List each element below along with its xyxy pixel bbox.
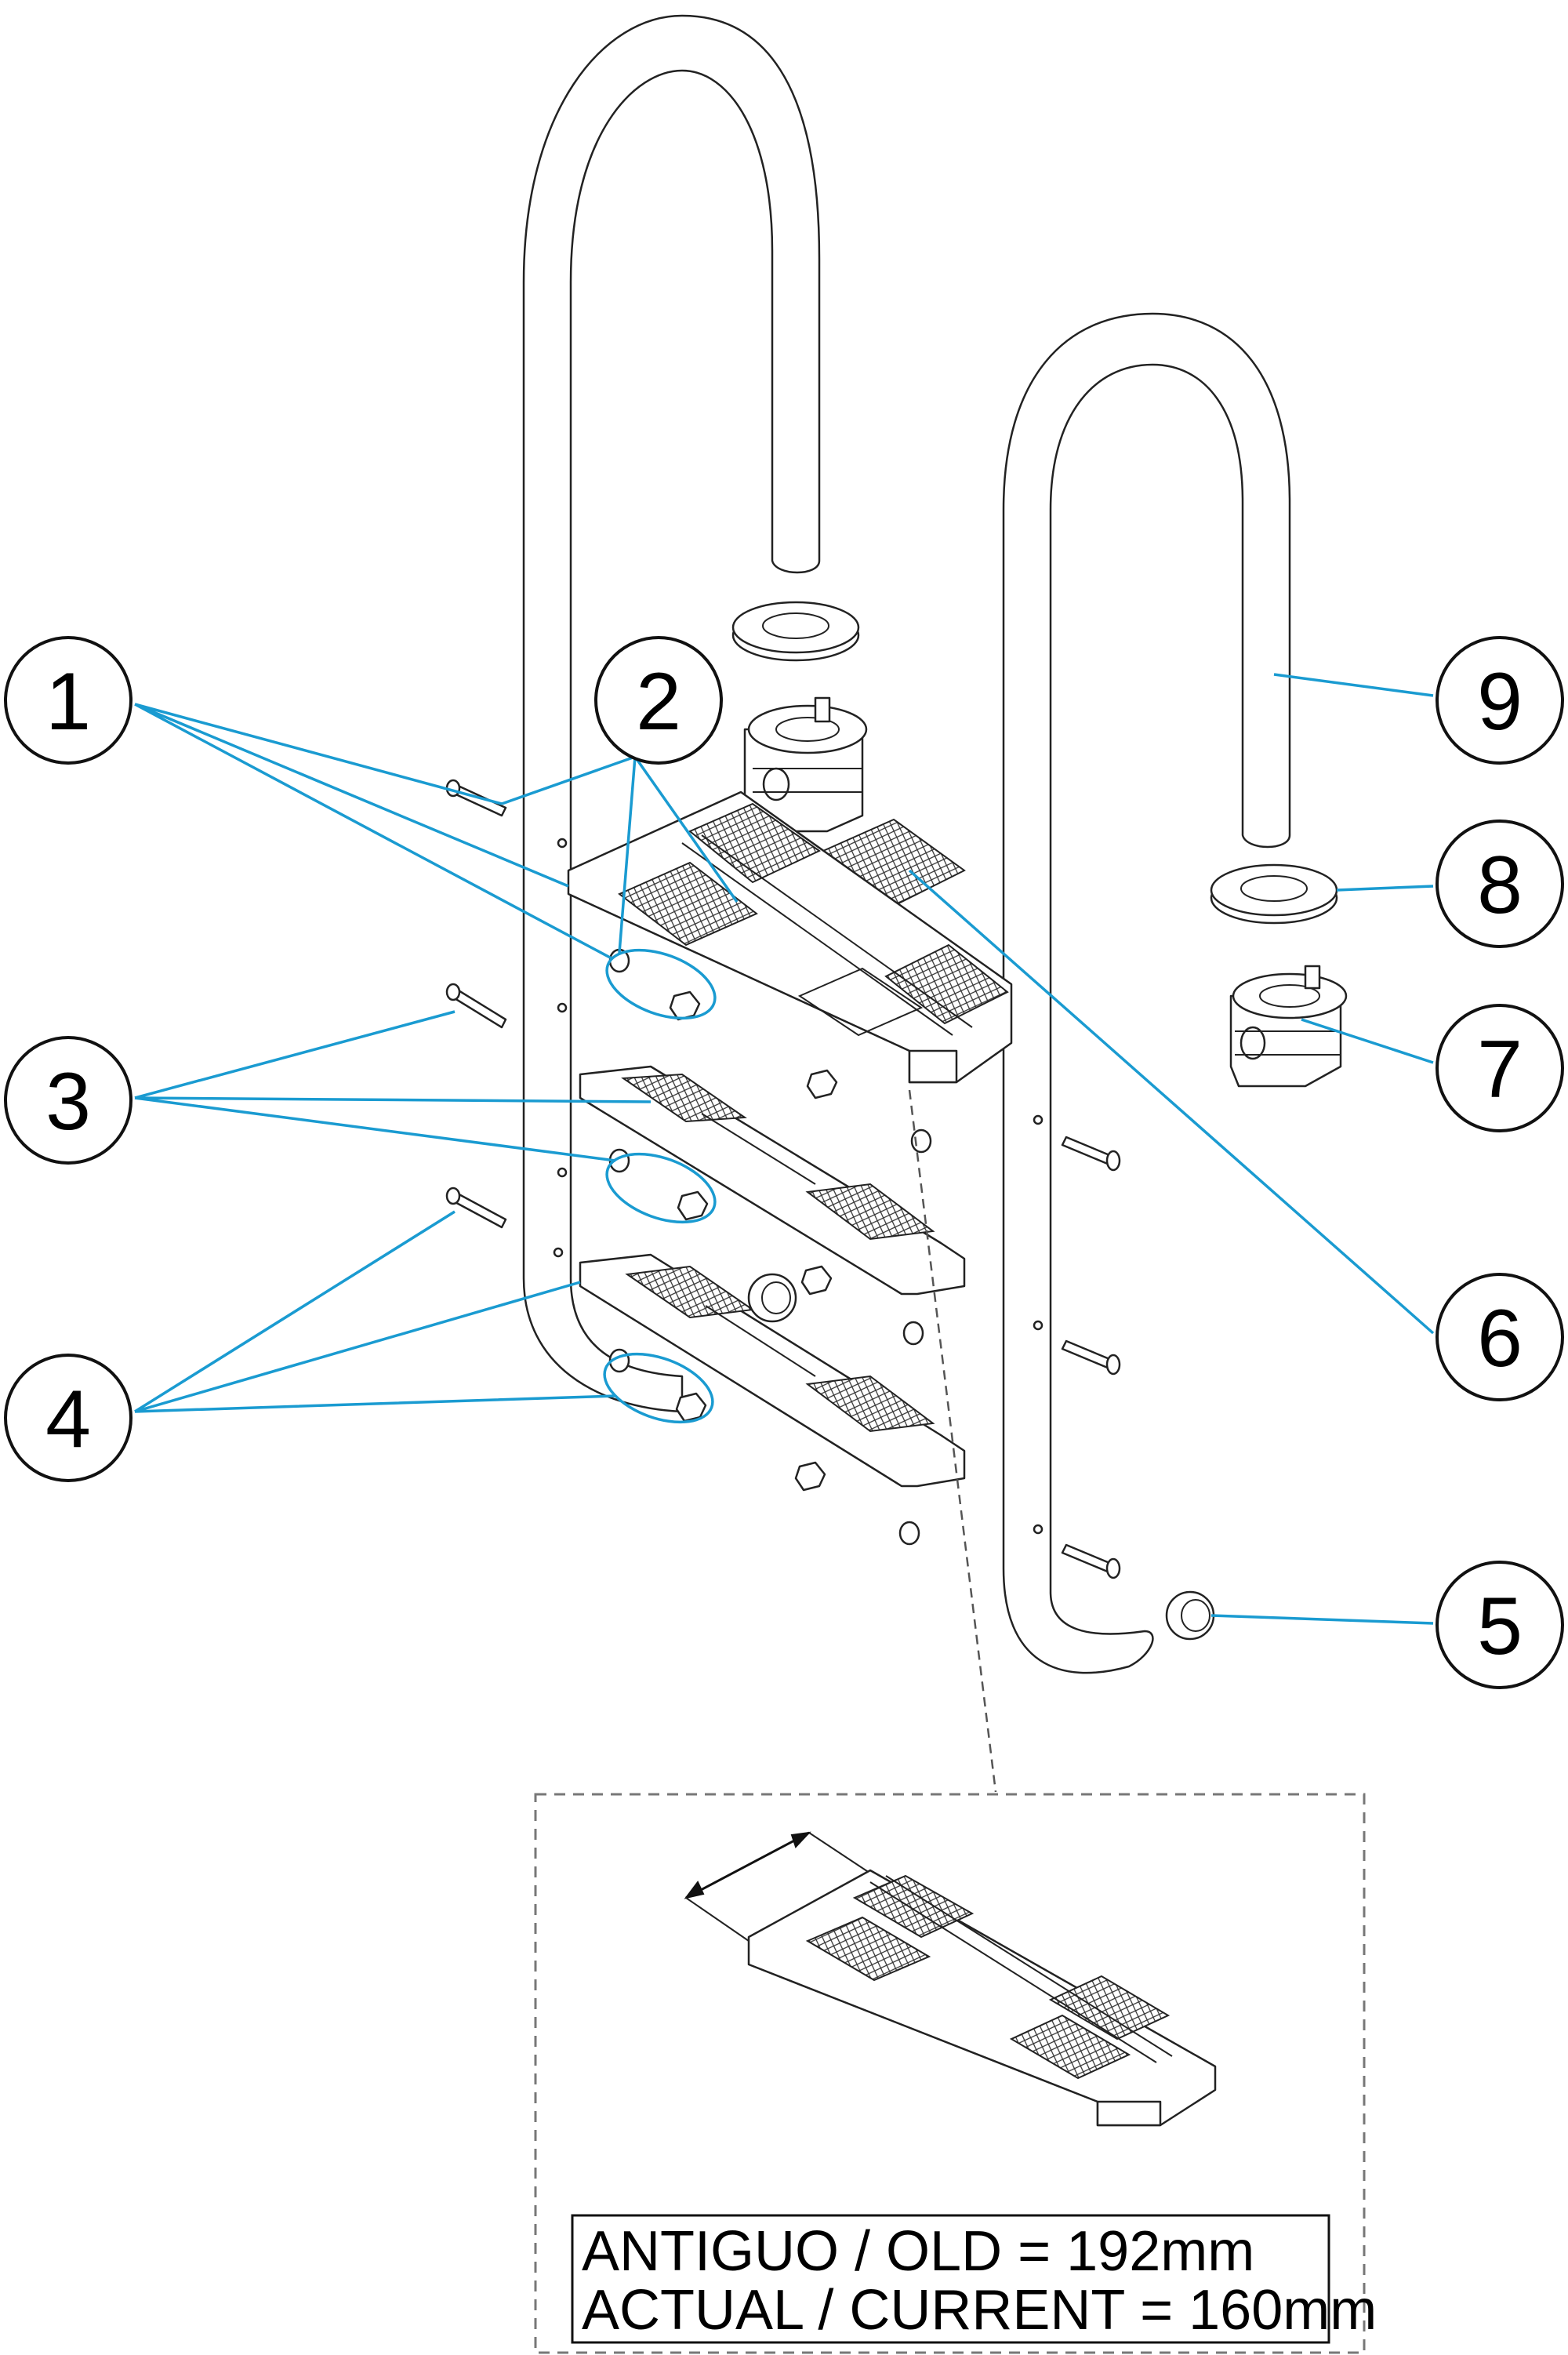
callout-6: 6 bbox=[1436, 1273, 1564, 1401]
note-box bbox=[571, 2214, 1330, 2344]
callout-8: 8 bbox=[1436, 820, 1564, 948]
end-cap-middle bbox=[747, 1273, 797, 1323]
escutcheon-top bbox=[731, 601, 860, 662]
callout-5-label: 5 bbox=[1477, 1581, 1523, 1672]
callout-2-label: 2 bbox=[636, 656, 681, 747]
callout-7-label: 7 bbox=[1477, 1024, 1523, 1115]
callout-3-label: 3 bbox=[45, 1056, 91, 1147]
callout-7: 7 bbox=[1436, 1004, 1564, 1132]
callout-4: 4 bbox=[4, 1354, 132, 1482]
anchor-right bbox=[1229, 965, 1348, 1088]
note-current-size: ACTUAL / CURRENT = 160mm bbox=[582, 2279, 1377, 2342]
left-handrail bbox=[522, 14, 821, 1413]
callout-9: 9 bbox=[1436, 636, 1564, 765]
callout-6-label: 6 bbox=[1477, 1293, 1523, 1384]
step-bottom bbox=[579, 1253, 966, 1488]
callout-9-label: 9 bbox=[1477, 656, 1523, 747]
fixing-highlights bbox=[603, 948, 717, 1424]
callout-3: 3 bbox=[4, 1036, 132, 1165]
leader-lines bbox=[134, 673, 1435, 1625]
escutcheon-right bbox=[1210, 863, 1338, 925]
width-dimension-arrow bbox=[685, 1831, 810, 1899]
callout-4-label: 4 bbox=[45, 1374, 91, 1465]
rail-holes bbox=[553, 838, 1044, 1535]
callout-8-label: 8 bbox=[1477, 840, 1523, 931]
callout-1-label: 1 bbox=[45, 656, 91, 747]
callout-1: 1 bbox=[4, 636, 132, 765]
right-handrail bbox=[1002, 312, 1291, 1674]
note-old-size: ANTIGUO / OLD = 192mm bbox=[582, 2220, 1254, 2283]
callout-2: 2 bbox=[594, 636, 723, 765]
step-top bbox=[567, 790, 1013, 1084]
step-middle bbox=[579, 1065, 966, 1296]
anchor-top bbox=[743, 696, 868, 833]
washers-nuts bbox=[608, 948, 932, 1546]
detail-box: ANTIGUO / OLD = 192mm ACTUAL / CURRENT =… bbox=[534, 1793, 1377, 2354]
end-cap-right bbox=[1165, 1590, 1215, 1641]
bolts-right bbox=[1061, 1136, 1121, 1579]
callout-5: 5 bbox=[1436, 1561, 1564, 1689]
detail-connector bbox=[908, 1089, 997, 1793]
step-detail bbox=[747, 1869, 1217, 2127]
